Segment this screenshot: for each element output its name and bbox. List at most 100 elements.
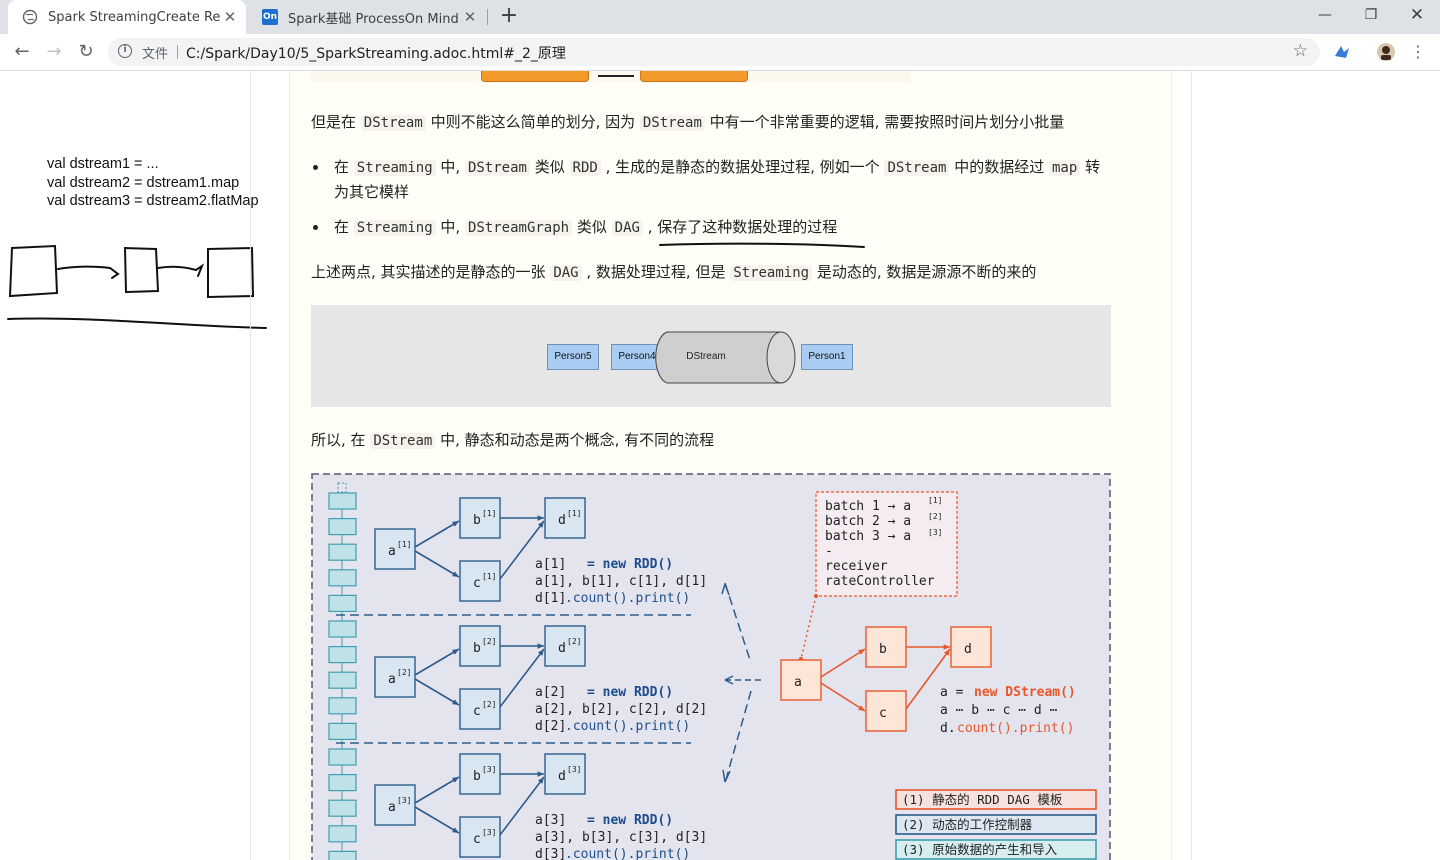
minimize-button[interactable]: — <box>1318 7 1332 23</box>
dag-node <box>459 688 501 730</box>
tab-title: Spark基础 ProcessOn Mind <box>288 11 459 27</box>
note-line: val dstream3 = dstream2.flatMap <box>47 193 259 209</box>
person-box: Person1 <box>801 344 853 370</box>
close-tab-icon[interactable]: ✕ <box>223 8 237 26</box>
dag-node <box>544 497 586 539</box>
dag-edge <box>499 648 545 708</box>
dag-node-label: a <box>388 800 396 815</box>
static-batch: a[1]b[1]c[1]d[1]a[1]= new RDD()a[1], b[1… <box>374 497 707 606</box>
code-line: a[1], b[1], c[1], d[1] <box>535 574 707 589</box>
dag-node <box>459 560 501 602</box>
dag-node-sup: [1] <box>482 509 496 518</box>
browser-toolbar: ← → ↻ i 文件 C:/Spark/Day10/5_SparkStreami… <box>0 34 1440 71</box>
batch-info-line: batch 3 → a <box>825 529 911 544</box>
list-item: 在 Streaming 中, DStream 类似 RDD , 生成的是静态的数… <box>334 158 1101 201</box>
legend-box <box>895 839 1097 860</box>
dag-node-sup: [1] <box>482 572 496 581</box>
dag-node-sup: [1] <box>567 509 581 518</box>
code-line: a[1] <box>535 557 566 572</box>
dag-node-label: c <box>473 832 481 847</box>
queue-cell <box>328 569 357 587</box>
code-line: .count().print() <box>565 719 690 734</box>
list-item: 在 Streaming 中, DStreamGraph 类似 DAG , 保存了… <box>334 218 838 236</box>
address-bar[interactable]: i 文件 C:/Spark/Day10/5_SparkStreaming.ado… <box>108 38 1320 66</box>
code-line: a[3], b[3], c[3], d[3] <box>535 830 707 845</box>
code-line: = new RDD() <box>587 813 673 828</box>
dag-node-sup: [3] <box>482 765 496 774</box>
previous-figure-fragment <box>311 71 911 83</box>
dag-node-sup: [3] <box>567 765 581 774</box>
batch-info-line: rateController <box>825 574 935 589</box>
dstream-cylinder <box>655 331 796 384</box>
dag-edge <box>414 648 460 676</box>
new-tab-button[interactable]: + <box>499 3 519 28</box>
dag-edge <box>820 648 866 678</box>
dag-node <box>865 690 907 732</box>
dag-edge <box>414 806 460 834</box>
back-button[interactable]: ← <box>14 41 30 62</box>
tab-separator <box>487 9 488 25</box>
close-window-button[interactable]: ✕ <box>1409 5 1425 25</box>
legend-label: (2) 动态的工作控制器 <box>902 817 1033 832</box>
restore-button[interactable]: ❐ <box>1364 7 1378 23</box>
url-text[interactable]: C:/Spark/Day10/5_SparkStreaming.adoc.htm… <box>186 46 566 62</box>
queue-cell <box>328 722 357 740</box>
code-line: .count().print() <box>565 847 690 860</box>
tab-spark-streaming[interactable]: Spark StreamingCreate Reposi ✕ <box>8 0 246 34</box>
dag-node-label: b <box>473 641 481 656</box>
dag-edge <box>414 776 460 804</box>
queue-cell <box>328 799 357 817</box>
paragraph: 所以, 在 DStream 中, 静态和动态是两个概念, 有不同的流程 <box>311 431 715 449</box>
arrow-head <box>858 649 865 655</box>
batch-sup: [2] <box>928 512 942 521</box>
dag-edge <box>499 520 545 580</box>
dag-node <box>374 784 416 826</box>
batch-info-line: receiver <box>825 559 888 574</box>
page-viewport: val dstream1 = ... val dstream2 = dstrea… <box>0 71 1424 860</box>
arrow-head <box>452 571 459 577</box>
queue-cell <box>328 774 357 792</box>
dag-node <box>374 528 416 570</box>
legend-box <box>895 814 1097 835</box>
tab-title: Spark StreamingCreate Reposi <box>48 9 220 25</box>
avatar[interactable] <box>1376 42 1396 62</box>
extension-icon[interactable] <box>1332 42 1352 62</box>
code-line: d[2] <box>535 719 566 734</box>
queue-cell <box>328 697 357 715</box>
dag-node-label: a <box>388 672 396 687</box>
dag-node-label: d <box>558 641 566 656</box>
queue-cell <box>328 646 357 664</box>
close-tab-icon[interactable]: ✕ <box>463 8 477 26</box>
queue-cell <box>328 543 357 561</box>
dag-node-label: b <box>473 769 481 784</box>
arrow-head <box>452 777 459 783</box>
dag-node <box>374 656 416 698</box>
dag-node <box>950 626 992 668</box>
menu-icon[interactable]: ⋮ <box>1410 42 1426 61</box>
forward-button[interactable]: → <box>46 41 62 62</box>
dag-node-sup: [2] <box>397 668 411 677</box>
note-line: val dstream2 = dstream1.map <box>47 174 240 191</box>
code-line: count().print() <box>957 721 1074 736</box>
arrow-head <box>452 699 459 705</box>
queue-cell <box>328 825 357 843</box>
dag-node-label: d <box>558 513 566 528</box>
code-line: = new RDD() <box>587 557 673 572</box>
document-content: 但是在 DStream 中则不能这么简单的划分, 因为 DStream 中有一个… <box>289 71 1172 860</box>
code-line: a ⋯ b ⋯ c ⋯ d ⋯ <box>940 703 1058 718</box>
reload-button[interactable]: ↻ <box>78 41 94 62</box>
margin-rule <box>1191 71 1192 860</box>
bookmark-star-icon[interactable]: ☆ <box>1292 41 1308 61</box>
info-icon[interactable]: i <box>118 44 132 58</box>
code-line: a[3] <box>535 813 566 828</box>
legend-label: (1) 静态的 RDD DAG 模板 <box>902 792 1063 807</box>
queue-cell <box>328 517 357 536</box>
batch-info-line: - <box>825 544 833 559</box>
tab-processon[interactable]: On Spark基础 ProcessOn Mind ✕ <box>248 0 486 34</box>
queue-cell <box>328 620 357 638</box>
arrow-head <box>943 649 950 656</box>
dag-node-sup: [2] <box>482 700 496 709</box>
code-line: = new RDD() <box>587 685 673 700</box>
dag-node-label: c <box>473 704 481 719</box>
batch-info-line: batch 1 → a <box>825 499 911 514</box>
